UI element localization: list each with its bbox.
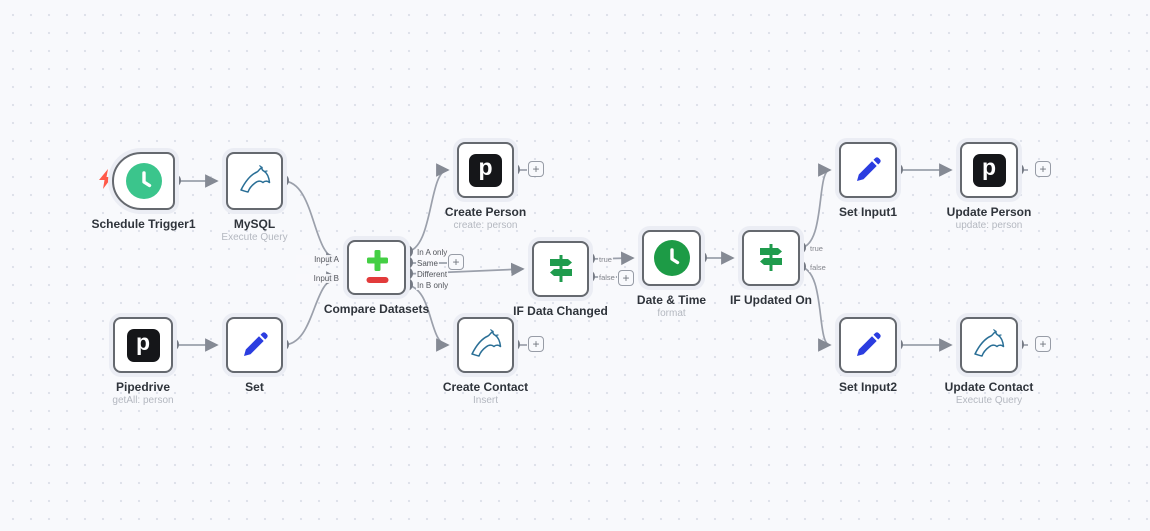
pencil-icon	[243, 332, 268, 356]
port-label-same: Same	[416, 259, 439, 268]
node-pipedrive[interactable]: p Pipedrive getAll: person	[112, 317, 174, 406]
node-mysql[interactable]: MySQL Execute Query	[221, 152, 288, 243]
input-port-set[interactable]	[223, 338, 228, 352]
pipedrive-icon: p	[972, 153, 1006, 187]
add-node-button-compare-same[interactable]: +	[448, 254, 464, 270]
port-label-different: Different	[416, 270, 449, 279]
pipedrive-icon: p	[126, 328, 160, 362]
node-title: Date & Time	[636, 293, 707, 307]
node-title: Update Contact	[944, 380, 1034, 394]
node-subtitle: update: person	[955, 220, 1023, 231]
connection-ifuo-true-to-setinput1[interactable]	[799, 163, 832, 249]
node-subtitle: create: person	[453, 220, 518, 231]
connection-ifuo-false-to-setinput2[interactable]	[799, 266, 832, 352]
node-subtitle: Insert	[472, 395, 499, 406]
node-create-contact[interactable]: Create Contact Insert	[443, 317, 528, 406]
input-port-mysql[interactable]	[223, 174, 228, 188]
node-update-contact[interactable]: Update Contact Execute Query	[945, 317, 1033, 406]
add-node-button-update-person[interactable]: +	[1035, 161, 1051, 177]
node-title: Update Person	[946, 205, 1032, 219]
node-title: Compare Datasets	[323, 302, 430, 316]
input-port-ifuo[interactable]	[739, 251, 744, 265]
node-title: IF Updated On	[730, 293, 812, 307]
add-node-button-create-contact[interactable]: +	[528, 336, 544, 352]
node-subtitle: Execute Query	[221, 232, 288, 243]
port-label-input-a: Input A	[296, 255, 340, 264]
node-title: IF Data Changed	[513, 304, 608, 318]
port-label-ifuo-true: true	[809, 244, 824, 253]
input-port-compare-b[interactable]	[344, 271, 349, 285]
node-title: Set Input2	[838, 380, 898, 394]
clock-icon	[125, 163, 162, 199]
node-title: Schedule Trigger1	[91, 217, 196, 231]
port-label-in-a-only: In A only	[416, 248, 449, 257]
node-create-person[interactable]: p Create Person create: person	[445, 142, 526, 231]
lightning-bolt-icon	[99, 169, 112, 189]
input-port-ifdc[interactable]	[529, 262, 534, 276]
input-port-setinput1[interactable]	[836, 163, 841, 177]
port-label-ifdc-true: true	[598, 255, 613, 264]
add-node-button-ifdc-false[interactable]: +	[618, 270, 634, 286]
connection-mysql-to-compare-inputA[interactable]	[282, 180, 340, 266]
input-port-datetime[interactable]	[639, 251, 644, 265]
node-title: Pipedrive	[115, 380, 171, 394]
node-subtitle: format	[657, 308, 686, 319]
compare-datasets-icon	[366, 249, 388, 283]
input-port-setinput2[interactable]	[836, 338, 841, 352]
pipedrive-icon: p	[469, 153, 502, 187]
input-port-update-person[interactable]	[957, 163, 962, 177]
node-subtitle: Execute Query	[955, 395, 1023, 406]
node-compare-datasets[interactable]: Compare Datasets	[324, 240, 429, 316]
port-label-input-b: Input B	[296, 274, 340, 283]
node-schedule-trigger[interactable]: Schedule Trigger1	[91, 152, 196, 231]
node-title: Set Input1	[838, 205, 898, 219]
port-label-ifdc-false: false	[598, 273, 616, 282]
node-set-input2[interactable]: Set Input2	[839, 317, 897, 394]
mysql-icon	[239, 165, 270, 193]
node-title: Create Contact	[442, 380, 529, 394]
node-subtitle: getAll: person	[112, 395, 174, 406]
node-title: MySQL	[233, 217, 276, 231]
mysql-icon	[974, 329, 1005, 357]
signpost-icon	[549, 255, 572, 282]
port-label-in-b-only: In B only	[416, 281, 450, 290]
node-set[interactable]: Set	[226, 317, 283, 394]
input-port-update-contact[interactable]	[957, 338, 962, 352]
clock-icon	[653, 240, 690, 276]
connection-compare-inAonly-to-create-person[interactable]	[405, 163, 450, 253]
signpost-icon	[760, 244, 782, 271]
input-port-compare-a[interactable]	[344, 252, 349, 266]
connection-compare-inBonly-to-create-contact[interactable]	[405, 284, 450, 352]
mysql-icon	[470, 329, 501, 357]
node-if-updated-on[interactable]: IF Updated On	[730, 230, 812, 307]
add-node-button-update-contact[interactable]: +	[1035, 336, 1051, 352]
node-if-data-changed[interactable]: IF Data Changed	[513, 241, 608, 318]
input-port-create-person[interactable]	[454, 163, 459, 177]
port-label-ifuo-false: false	[809, 263, 827, 272]
node-date-time[interactable]: Date & Time format	[637, 230, 706, 319]
node-title: Create Person	[444, 205, 527, 219]
node-title: Set	[245, 380, 264, 394]
pencil-icon	[857, 332, 881, 356]
pencil-icon	[857, 157, 881, 181]
add-node-button-create-person[interactable]: +	[528, 161, 544, 177]
node-set-input1[interactable]: Set Input1	[839, 142, 897, 219]
input-port-create-contact[interactable]	[454, 338, 459, 352]
node-update-person[interactable]: p Update Person update: person	[947, 142, 1031, 231]
